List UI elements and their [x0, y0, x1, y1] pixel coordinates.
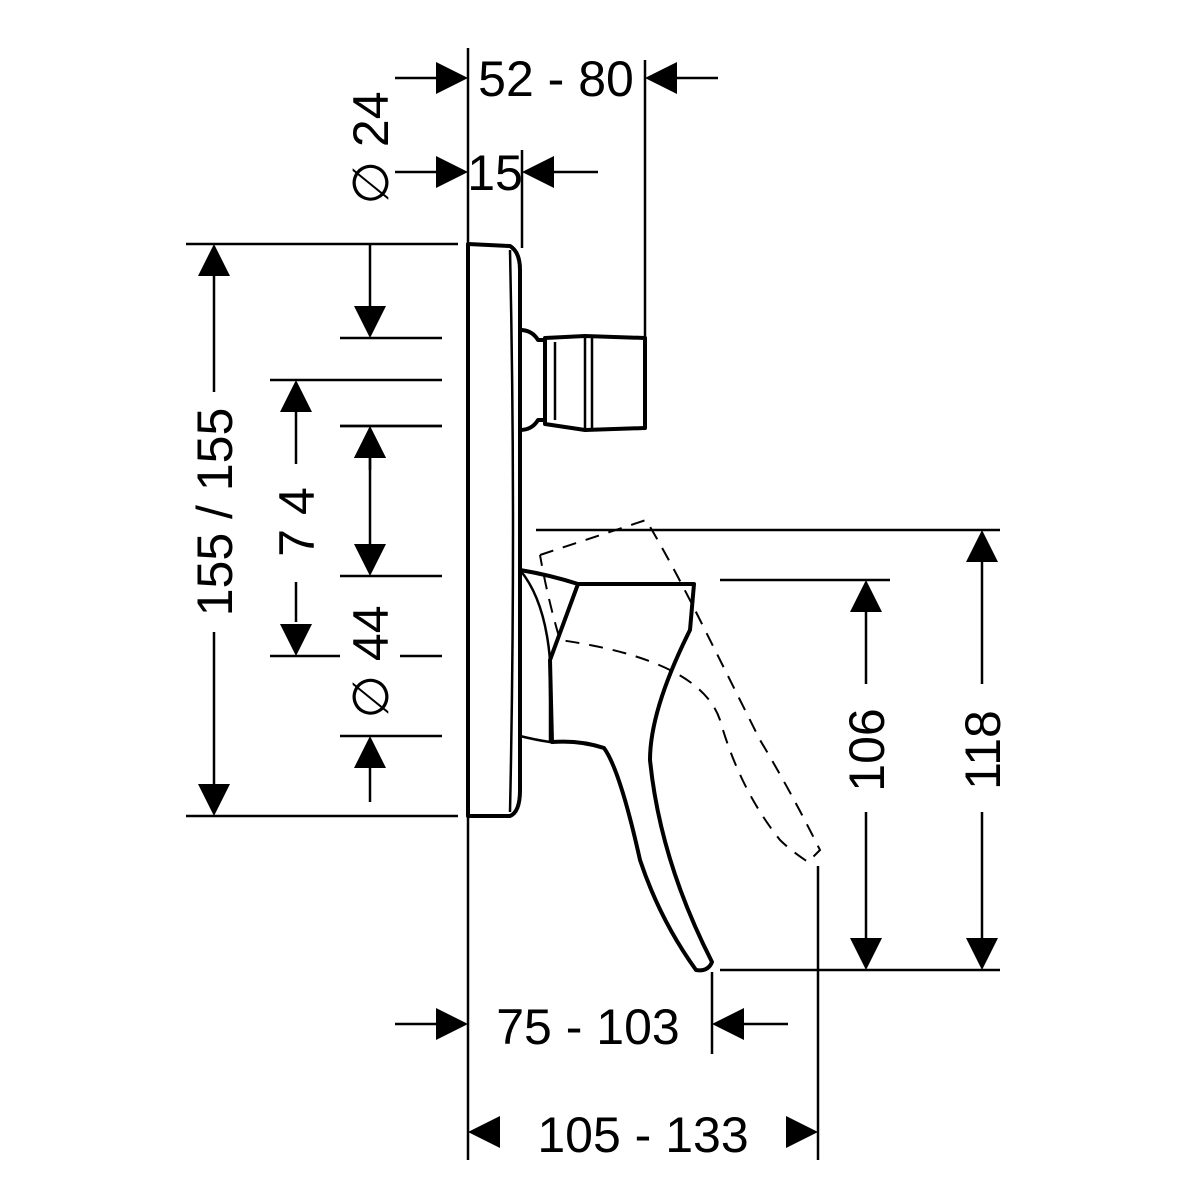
dim-total-depth: 105 - 133 — [468, 866, 820, 1163]
dim-handle-depth: 75 - 103 — [395, 972, 788, 1055]
dim-handle-diameter: ∅ 44 — [340, 424, 442, 802]
dim-top-depth: 52 - 80 — [395, 51, 718, 338]
dim-plate-height: 155 / 155 — [186, 242, 458, 818]
cover-plate — [466, 242, 522, 818]
dim-top-offset-label: 15 — [467, 145, 523, 201]
dim-top-offset: 15 — [395, 145, 598, 248]
outlet-connector — [519, 328, 647, 432]
dim-cartridge-distance-label: 7 4 — [269, 487, 325, 557]
dim-handle-height: 106 — [720, 578, 1000, 972]
mixer-handle — [519, 568, 714, 973]
dim-handle-height-label: 106 — [839, 708, 895, 791]
dim-plate-height-label: 155 / 155 — [187, 408, 243, 617]
dim-total-height-label: 118 — [955, 710, 1011, 790]
handle-alternate-position — [539, 518, 822, 864]
dim-top-depth-label: 52 - 80 — [478, 51, 634, 107]
dim-outlet-diameter-arrows — [340, 244, 442, 470]
dim-total-depth-label: 105 - 133 — [537, 1107, 748, 1163]
dim-handle-depth-label: 75 - 103 — [496, 999, 679, 1055]
dim-outlet-diameter-label: ∅ 24 — [343, 91, 399, 204]
dim-cartridge-distance: 7 4 — [269, 378, 442, 658]
dim-total-height: 118 — [536, 528, 1011, 970]
dim-handle-diameter-label: ∅ 44 — [343, 605, 399, 718]
